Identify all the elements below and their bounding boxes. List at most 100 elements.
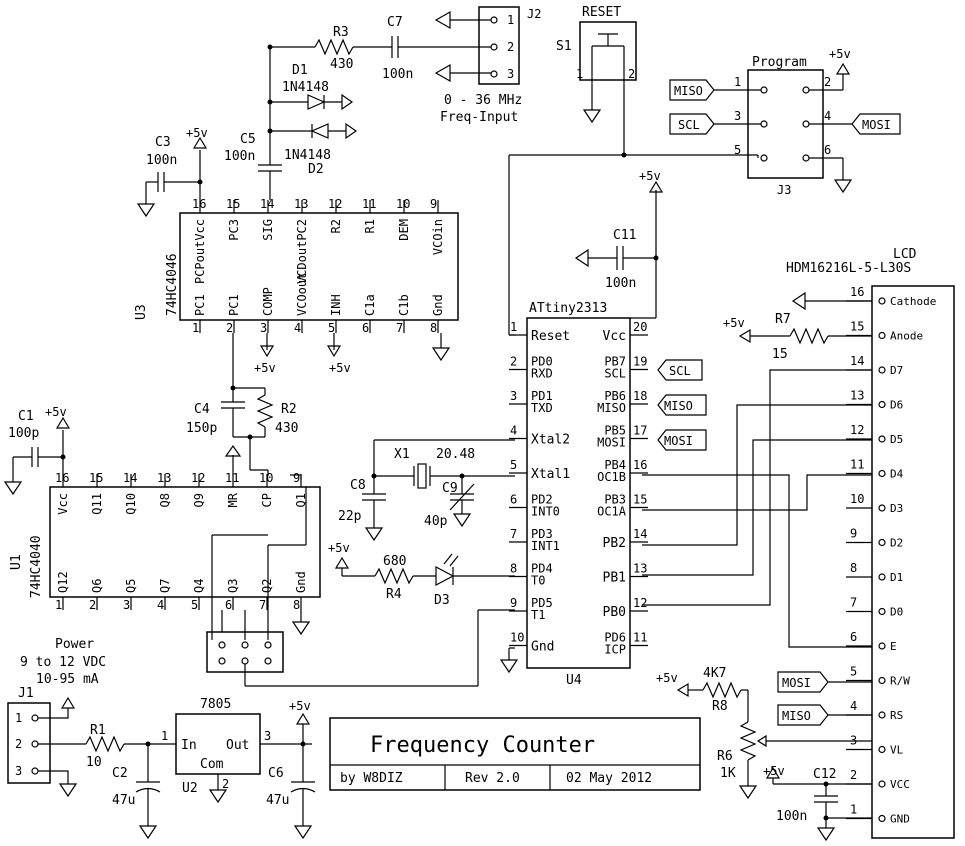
u4-pin-9-num: 9 [510,596,517,610]
j3-miso-tag: MISO [669,79,715,101]
u4-pin-16-num: 16 [633,458,647,472]
lcd-pin-5-num: 5 [850,665,857,679]
vcc-arrow-icon [738,328,751,344]
ground-icon [582,109,602,124]
c11-capacitor: C11 100n [574,228,656,291]
ground-icon [136,203,156,218]
j3-pin-3: 3 [734,109,741,123]
r1-ref: R1 [90,723,106,738]
u1-pin-5-num: 5 [191,598,198,612]
u4-pin-12-num: 12 [633,596,647,610]
u4-pin-11-num: 11 [633,631,647,645]
ground-icon [574,248,589,268]
lcd-pin-3-label: VL [890,744,904,757]
u4-pin-1-num: 1 [510,320,517,334]
r2-ref: R2 [281,402,297,417]
u1-name: 74HC4040 [29,535,44,598]
j3-program-header: Program J3 1 2 3 4 5 6 [734,55,831,197]
r6-potentiometer[interactable]: R6 1K [717,721,872,800]
u1-pin-9-num: 9 [293,471,300,485]
u4-pin-1-label: Reset [531,329,570,344]
c2-capacitor: C2 47u [112,744,161,840]
u4-pin-8-sub: T0 [531,574,545,588]
j3-pin-2: 2 [824,75,831,89]
ground-icon [138,825,158,840]
c12-ref: C12 [813,767,836,782]
lcd-pin-16-label: Cathode [890,295,936,308]
u3-pin-12-label: R2 [329,219,343,233]
r3-resistor: R3 430 [270,25,392,72]
j3-title: Program [752,55,807,70]
u3-pin-9-num: 9 [430,197,437,211]
s1-ref: S1 [556,39,572,54]
lcd-pin-13-num: 13 [850,389,864,403]
ground-icon [499,659,519,674]
r1-resistor: R1 10 [38,723,176,770]
u1-pin-8-label: Gnd [294,571,308,593]
lcd-pin-4-num: 4 [850,699,857,713]
vcc-arrow-icon [55,416,71,429]
u4-pin-19-sub: SCL [604,367,626,381]
u4-pin-7-num: 7 [510,527,517,541]
led-vcc-label: +5v [328,541,350,555]
lcd-pin-10-num: 10 [850,492,864,506]
u3-pin-5-num: 5 [328,321,335,335]
ground-icon [431,347,451,362]
lcd-pin-13-label: D6 [890,399,903,412]
j3-ref: J3 [777,183,791,197]
u3-pin-15-label: PC3 [227,219,241,241]
ground-icon [364,527,384,542]
vcc-arrow-icon [676,682,689,698]
u4-pin-18-num: 18 [633,389,647,403]
u1-pin-13-label: Q8 [158,493,172,507]
r7-resistor: R7 15 [750,312,872,362]
u1-pin-15-label: Q11 [90,493,104,515]
vcc-arrow-icon [835,62,851,75]
u4-miso-tag: MISO [657,394,707,416]
u4-pin-9-sub: T1 [531,608,545,622]
u2-ref: U2 [182,781,198,796]
c1-capacitor: C1 100p [3,409,64,496]
lcd-pin-9-label: D2 [890,537,903,550]
r8-ref: R8 [712,699,728,714]
u4-scl-text: SCL [669,364,691,378]
u4-scl-tag: SCL [657,359,703,381]
s1-reset-switch[interactable]: RESET S1 1 2 [556,5,637,81]
u4-pin-14-num: 14 [633,527,647,541]
lcd-pin-9-terminal [878,538,886,547]
date-text: 02 May 2012 [566,771,652,786]
u1-pin-1-label: Q12 [56,571,70,593]
u2-com: Com [200,757,224,772]
s1-title: RESET [582,5,621,20]
c5-val: 100n [224,149,255,164]
r4-ref: R4 [386,587,402,602]
u3-pin5-vcc-label: +5v [329,361,351,375]
lcd-pin-15-num: 15 [850,320,864,334]
u3-pin-5-label: INH [329,294,343,316]
u4-pin-15-label: PB3 [604,493,626,507]
lcd-pin-5-label: R/W [890,675,910,688]
lcd-pin-3-terminal [878,745,886,754]
u4-pin-7-label: PD3 [531,527,553,541]
c4-capacitor: C4 150p [186,401,245,437]
u3-pin-11-label: R1 [363,219,377,233]
author-text: by W8DIZ [340,771,403,786]
u4-ref: U4 [566,673,582,688]
u1-pin-11-label: MR [226,492,240,507]
c11-val: 100n [605,276,636,291]
u4-pin-11-sub: ICP [604,643,626,657]
x1-val: 20.48 [436,447,475,462]
j3-pin-1: 1 [734,75,741,89]
c6-ref: C6 [268,766,284,781]
reg-vcc-label: +5v [289,699,311,713]
vcc-arrow-icon [224,444,242,457]
j1-power-connector: J1 1 2 3 [7,686,51,784]
u4-pin-8-num: 8 [510,562,517,576]
u3-pin-14-num: 14 [260,197,274,211]
d3-ref: D3 [434,593,450,608]
c2-ref: C2 [112,766,128,781]
u1-pin-16-num: 16 [55,471,69,485]
lcd-miso-text: MISO [782,709,811,723]
lcd-title: LCD [893,247,917,262]
